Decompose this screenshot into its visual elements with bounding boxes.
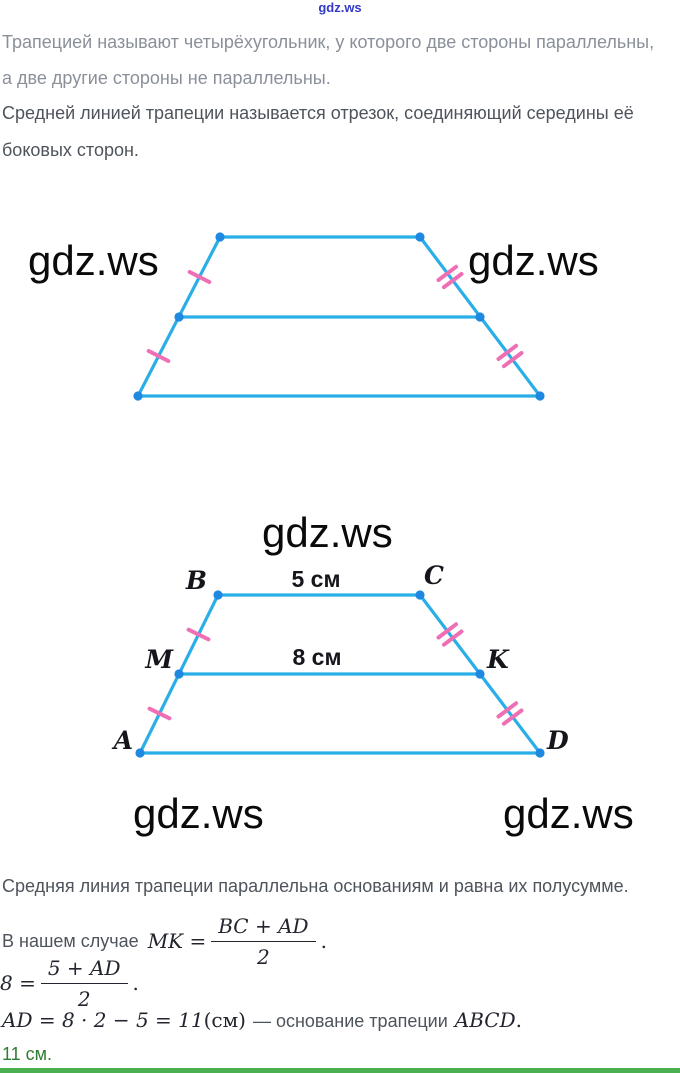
vertex-label-m: M (144, 645, 174, 674)
vertex-label-a: A (112, 726, 133, 755)
formula-mk-row: В нашем случае MK = BC + AD 2 . (2, 914, 327, 969)
answer-text: 11 см. (2, 1044, 53, 1064)
midline-theorem-statement: Средняя линия трапеции параллельна основ… (2, 876, 629, 896)
vertex-dot-d (535, 748, 545, 758)
watermark-top: gdz.ws (318, 0, 362, 15)
vertex-dots (135, 590, 545, 758)
vertex-dot-a (135, 748, 145, 758)
fraction-numerator: 5 + AD (40, 956, 128, 984)
watermark: gdz.ws (133, 790, 264, 837)
conclusion-abcd: ABCD (454, 1008, 516, 1032)
tick-mark-single (146, 349, 171, 363)
top-base-length-label: 5 см (292, 566, 341, 592)
formula-period: . (320, 929, 327, 953)
conclusion-text: — основание трапеции (252, 1011, 448, 1031)
vertex-dot (415, 232, 425, 242)
watermark: gdz.ws (468, 237, 599, 284)
conclusion-line: AD = 8 · 2 − 5 = 11 (см) — основание тра… (2, 1008, 522, 1038)
tick-mark-single (187, 270, 212, 284)
formula-8-row: 8 = 5 + AD 2 . (0, 956, 139, 1011)
fraction-denominator: 2 (77, 986, 91, 1011)
formula-period: . (132, 971, 139, 995)
vertex-dot-b (213, 590, 223, 600)
midline-length-label: 8 см (293, 644, 342, 670)
midpoint-dot (475, 312, 485, 322)
fraction-denominator: 2 (257, 944, 270, 969)
formula-mk-lhs: MK = (147, 929, 207, 953)
watermark: gdz.ws (28, 237, 159, 284)
watermark: gdz.ws (262, 509, 393, 556)
vertex-label-c: C (424, 561, 444, 590)
tick-mark-double (496, 701, 524, 726)
tick-mark-double (436, 622, 464, 647)
vertex-label-d: D (546, 726, 569, 755)
midpoint-dot (174, 312, 184, 322)
formula-8-lhs: 8 = (0, 971, 36, 995)
case-prefix-text: В нашем случае (2, 930, 139, 951)
fraction-bc-ad: BC + AD 2 (211, 914, 316, 969)
tick-mark-double (496, 343, 524, 369)
vertex-label-b: B (185, 566, 207, 595)
conclusion-unit: (см) (203, 1008, 246, 1032)
vertex-dot (133, 391, 143, 401)
intro-line-3: Средней линией трапеции называется отрез… (2, 103, 634, 123)
watermark: gdz.ws (503, 790, 634, 837)
tick-mark-single (186, 627, 211, 642)
vertex-dots (133, 232, 545, 401)
conclusion-period: . (515, 1008, 522, 1032)
intro-line-4: боковых сторон. (2, 140, 139, 160)
fraction-numerator: BC + AD (211, 914, 316, 942)
bottom-divider (0, 1068, 680, 1073)
midpoint-dot-k (475, 669, 485, 679)
trapezoid-diagram-abcd: B C 5 см M 8 см K A D (112, 561, 569, 758)
vertex-dot (215, 232, 225, 242)
midpoint-dot-m (174, 669, 184, 679)
intro-line-2: а две другие стороны не параллельны. (2, 68, 331, 88)
vertex-label-k: K (486, 645, 510, 674)
fraction-5-ad: 5 + AD 2 (40, 956, 128, 1011)
conclusion-math: AD = 8 · 2 − 5 = 11 (2, 1008, 204, 1032)
vertex-dot (535, 391, 545, 401)
tick-mark-double (436, 264, 464, 290)
vertex-dot-c (415, 590, 425, 600)
trapezoid-diagram-generic (133, 232, 545, 401)
tick-mark-single (147, 706, 172, 721)
intro-line-1: Трапецией называют четырёхугольник, у ко… (2, 32, 655, 52)
